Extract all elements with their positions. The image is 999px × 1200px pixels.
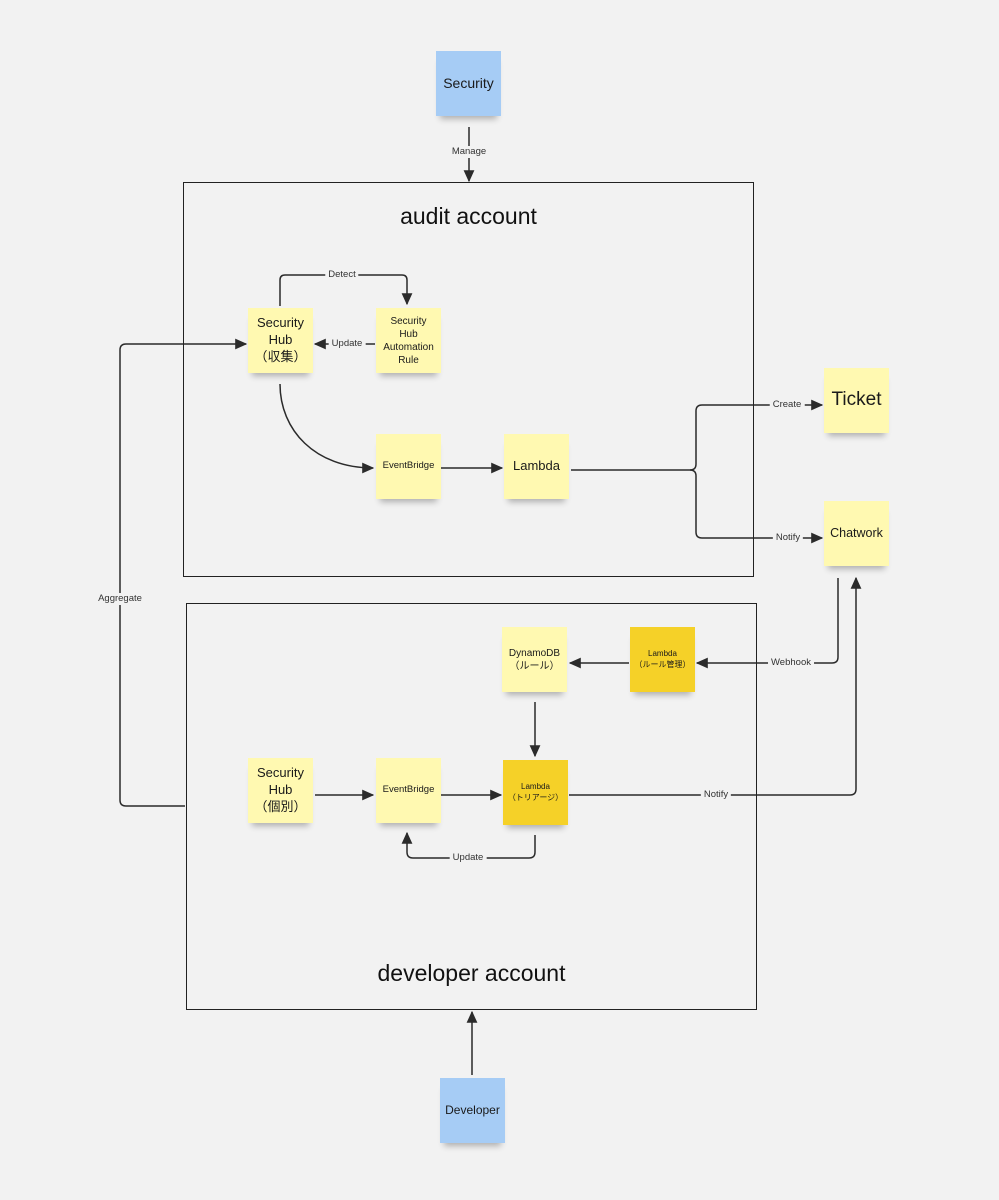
note-securityhub-individual[interactable]: Security Hub （個別） bbox=[248, 758, 313, 823]
note-lambda-rule-management[interactable]: Lambda （ルール管理） bbox=[630, 627, 695, 692]
edge-notify-dev bbox=[569, 576, 862, 796]
edge-lambda-to-chatwork bbox=[689, 469, 824, 544]
label-create: Create bbox=[769, 399, 805, 411]
label-update-rule: Update bbox=[328, 338, 366, 350]
note-automation-rule[interactable]: Security Hub Automation Rule bbox=[376, 308, 441, 373]
edge-aggregate bbox=[119, 338, 248, 807]
note-chatwork[interactable]: Chatwork bbox=[824, 501, 889, 566]
label-detect: Detect bbox=[325, 269, 359, 281]
note-ticket[interactable]: Ticket bbox=[824, 368, 889, 433]
note-lambda-triage[interactable]: Lambda （トリアージ） bbox=[503, 760, 568, 825]
label-update-dev: Update bbox=[449, 852, 487, 864]
developer-account-frame[interactable]: developer account bbox=[186, 603, 757, 1010]
label-notify-audit: Notify bbox=[772, 532, 804, 544]
label-webhook: Webhook bbox=[768, 657, 814, 669]
note-security[interactable]: Security bbox=[436, 51, 501, 116]
note-eventbridge-audit[interactable]: EventBridge bbox=[376, 434, 441, 499]
note-securityhub-collect[interactable]: Security Hub （収集） bbox=[248, 308, 313, 373]
frame-title-audit: audit account bbox=[400, 203, 537, 229]
label-manage: Manage bbox=[448, 146, 490, 158]
note-dynamodb[interactable]: DynamoDB （ルール） bbox=[502, 627, 567, 692]
note-developer[interactable]: Developer bbox=[440, 1078, 505, 1143]
audit-account-frame[interactable]: audit account bbox=[183, 182, 754, 577]
label-notify-dev: Notify bbox=[700, 789, 732, 801]
label-aggregate: Aggregate bbox=[95, 593, 145, 605]
frame-title-developer: developer account bbox=[377, 960, 566, 986]
edge-sechub-to-eventbridge bbox=[279, 383, 375, 474]
edge-webhook bbox=[695, 578, 839, 669]
note-eventbridge-dev[interactable]: EventBridge bbox=[376, 758, 441, 823]
note-lambda-audit[interactable]: Lambda bbox=[504, 434, 569, 499]
